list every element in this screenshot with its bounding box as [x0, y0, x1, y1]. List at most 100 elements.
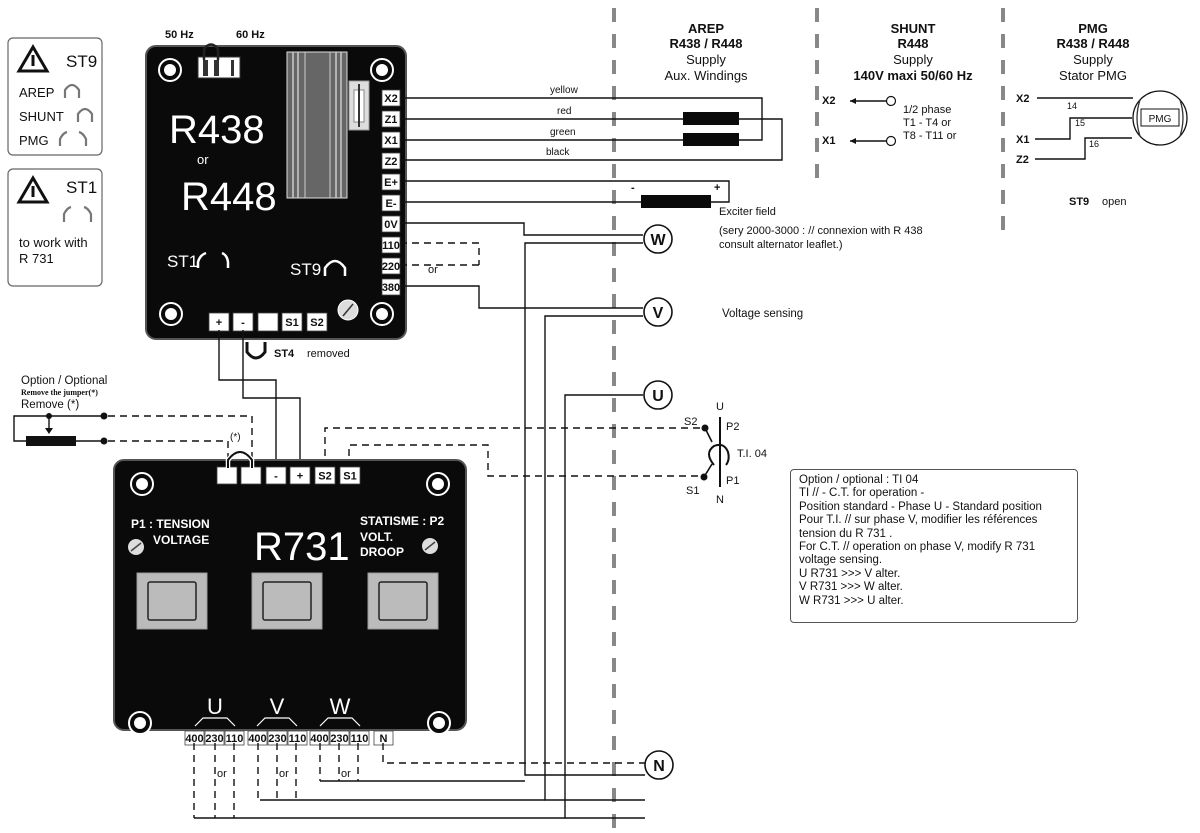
transformer-block — [136, 572, 208, 630]
terminal-eplus[interactable]: E+ — [381, 173, 401, 191]
phase-group-label: U — [207, 694, 223, 719]
mounting-hole — [427, 711, 451, 735]
p1-voltage-potentiometer[interactable] — [128, 539, 144, 555]
terminal-label: + — [297, 471, 303, 483]
phase-group-w: W — [319, 694, 361, 727]
r731-top-terminal[interactable]: S2 — [314, 466, 336, 485]
r731-sense-terminal-400[interactable]: 400 — [247, 730, 268, 746]
r731-top-terminal[interactable]: + — [289, 466, 311, 485]
jumper-open-icon — [83, 205, 93, 222]
terminal-110[interactable]: 110 — [381, 236, 401, 254]
svg-text:R438 / R448: R438 / R448 — [670, 36, 743, 51]
svg-text:Supply: Supply — [686, 52, 726, 67]
exciter-note1: (sery 2000-3000 : // connexion with R 43… — [719, 225, 923, 237]
terminal-380[interactable]: 380 — [381, 278, 401, 296]
r731-sense-terminal-230[interactable]: 230 — [329, 730, 350, 746]
r731-sense-terminal-n[interactable]: N — [373, 730, 394, 746]
exciter-label: Exciter field — [719, 206, 776, 218]
svg-text:SHUNT: SHUNT — [891, 21, 936, 36]
exciter-plus: + — [714, 182, 720, 194]
main-bottom-terminal[interactable]: + — [208, 312, 230, 332]
ct-coil-icon — [708, 443, 730, 466]
p1-label-line1: P1 : TENSION — [131, 517, 210, 531]
phase-u: U — [643, 380, 673, 410]
regulator-r438-r448: R438 or R448 ST1 ST9 — [145, 43, 407, 340]
svg-text:AREP: AREP — [688, 21, 724, 36]
note-line: voltage sensing. — [799, 554, 883, 567]
terminal-label: S1 — [343, 471, 356, 483]
main-bottom-terminal[interactable]: S1 — [281, 312, 303, 332]
r731-top-terminal[interactable]: S1 — [339, 466, 361, 485]
terminal-x2[interactable]: X2 — [381, 89, 401, 107]
terminal-eminus[interactable]: E- — [381, 194, 401, 212]
p2-label-line2: VOLT. — [360, 530, 393, 544]
terminal-label: - — [274, 471, 278, 483]
r731-sense-terminal-110[interactable]: 110 — [349, 730, 370, 746]
shunt-wiring: X2 X1 1/2 phase T1 - T4 or T8 - T11 or — [822, 95, 957, 147]
pmg-wiring: X2 14 X1 15 Z2 16 PMG ST9 open — [1016, 90, 1188, 208]
note-line: For C.T. // operation on phase V, modify… — [799, 541, 1036, 554]
note-line: TI // - C.T. for operation - — [799, 487, 925, 500]
potentiometer-icon[interactable] — [337, 299, 359, 321]
svg-text:S1: S1 — [686, 485, 699, 497]
terminal-label: S2 — [318, 471, 331, 483]
main-bottom-terminal[interactable]: S2 — [306, 312, 328, 332]
r731-top-terminal[interactable] — [216, 466, 238, 485]
r731-top-terminal[interactable] — [240, 466, 262, 485]
svg-text:(*): (*) — [230, 432, 241, 443]
terminal-label: 400 — [185, 733, 203, 745]
svg-text:U: U — [652, 388, 664, 405]
terminal-label: 380 — [382, 282, 400, 294]
svg-text:1/2 phase: 1/2 phase — [903, 104, 951, 116]
main-bottom-terminal[interactable] — [257, 312, 279, 332]
regulator-model-line1: R438 — [169, 108, 265, 152]
mounting-hole — [158, 58, 182, 82]
terminal-x1[interactable]: X1 — [381, 131, 401, 149]
terminal-label: X1 — [384, 135, 397, 147]
warning-icon — [16, 44, 50, 73]
svg-text:V: V — [653, 305, 664, 322]
jumper-closed-icon — [63, 83, 81, 98]
pmg-generator-icon: PMG — [1132, 90, 1188, 146]
svg-text:T.I. 04: T.I. 04 — [737, 448, 767, 460]
legend-st1-title: ST1 — [66, 178, 97, 197]
r731-sense-terminal-400[interactable]: 400 — [184, 730, 205, 746]
terminal-label: S1 — [285, 317, 298, 329]
phase-group-bracket — [256, 717, 298, 727]
phase-group-bracket — [194, 717, 236, 727]
r731-sense-terminal-400[interactable]: 400 — [309, 730, 330, 746]
terminal-label: Z1 — [385, 114, 398, 126]
svg-text:N: N — [653, 758, 665, 775]
svg-text:140V maxi 50/60 Hz: 140V maxi 50/60 Hz — [853, 68, 973, 83]
frequency-jumper[interactable] — [197, 43, 241, 79]
terminal-220[interactable]: 220 — [381, 257, 401, 275]
terminal-label: S2 — [310, 317, 323, 329]
legend-st9-title: ST9 — [66, 52, 97, 71]
svg-text:R448: R448 — [897, 36, 928, 51]
wire-color-yellow: yellow — [550, 85, 579, 96]
r731-sense-terminal-110[interactable]: 110 — [287, 730, 308, 746]
svg-text:U: U — [716, 401, 724, 413]
note-line: W R731 >>> U alter. — [799, 594, 904, 607]
terminal-0v[interactable]: 0V — [381, 215, 401, 233]
legend-st1: ST1 to work with R 731 — [7, 168, 103, 287]
r731-sense-terminal-230[interactable]: 230 — [267, 730, 288, 746]
terminal-z1[interactable]: Z1 — [381, 110, 401, 128]
svg-text:X1: X1 — [822, 135, 835, 147]
terminal-label: - — [241, 317, 245, 329]
ct-wiring: S2 S1 U P2 P1 N T.I. 04 — [324, 401, 767, 506]
main-bottom-terminal[interactable]: - — [232, 312, 254, 332]
r731-sense-terminal-110[interactable]: 110 — [224, 730, 245, 746]
p2-droop-potentiometer[interactable] — [422, 538, 438, 554]
r731-top-terminal[interactable]: - — [265, 466, 287, 485]
svg-text:P2: P2 — [726, 421, 739, 433]
jumper-open-icon — [62, 205, 72, 222]
or-label: or — [217, 768, 227, 780]
terminal-z2[interactable]: Z2 — [381, 152, 401, 170]
r731-sense-terminal-230[interactable]: 230 — [204, 730, 225, 746]
terminal-label: X2 — [384, 93, 397, 105]
exciter-minus: - — [631, 182, 635, 194]
wire-color-red: red — [557, 106, 571, 117]
